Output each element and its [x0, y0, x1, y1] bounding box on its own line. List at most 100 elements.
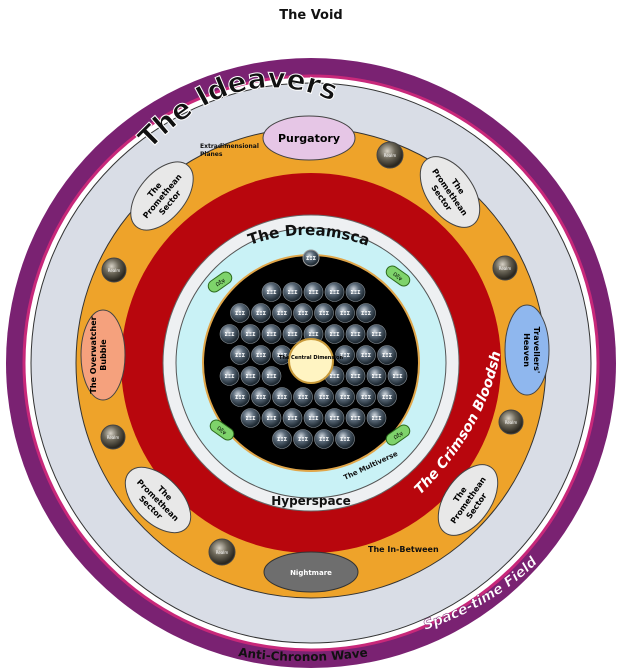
multiverse-globe-label: ΣΞΣ	[267, 332, 278, 338]
realm-bubbles: Realm Realm Realm Realm Realm Realm	[100, 141, 524, 566]
overwatcher-bubble-oval[interactable]: The Overwatcher Bubble	[80, 309, 126, 401]
in-between-label: The In-Between	[368, 545, 439, 554]
multiverse-globe-label: ΣΞΣ	[288, 290, 299, 296]
multiverse-globe[interactable]	[293, 303, 313, 323]
multiverse-globe[interactable]	[251, 387, 271, 407]
multiverse-globe-label: ΣΞΣ	[361, 353, 372, 359]
multiverse-globe[interactable]	[230, 387, 250, 407]
multiverse-globe-label: ΣΞΣ	[277, 437, 288, 443]
multiverse-globe[interactable]	[314, 429, 334, 449]
multiverse-globe-label: ΣΞΣ	[372, 332, 383, 338]
multiverse-globe[interactable]	[219, 324, 240, 344]
multiverse-globe[interactable]	[387, 366, 408, 386]
multiverse-globe-label: ΣΞΣ	[277, 353, 288, 359]
multiverse-globe[interactable]	[272, 303, 292, 323]
multiverse-globe[interactable]	[345, 408, 366, 428]
multiverse-globe[interactable]	[377, 387, 397, 407]
multiverse-globe[interactable]	[230, 345, 250, 365]
multiverse-globe[interactable]	[303, 282, 324, 302]
realm-bubble-3[interactable]: Realm	[492, 255, 518, 281]
multiverse-globe[interactable]	[335, 387, 355, 407]
central-dimension	[288, 338, 334, 384]
multiverse-globe[interactable]	[356, 387, 376, 407]
nightmare-label: Nightmare	[290, 569, 332, 577]
multiverse-globe[interactable]	[314, 387, 334, 407]
multiverse-globe[interactable]	[282, 282, 303, 302]
multiverse-globe[interactable]	[324, 408, 345, 428]
promethean-sector-br[interactable]: The Promethean Sector	[426, 454, 510, 546]
multiverse-globe[interactable]	[314, 303, 334, 323]
central-dimension-label: The Central Dimension	[279, 355, 344, 361]
multiverse-globe[interactable]	[282, 408, 303, 428]
purgatory-oval[interactable]: Purgatory	[262, 115, 356, 161]
realm-bubble-2[interactable]: Realm	[101, 257, 127, 283]
multiverse-globe[interactable]	[366, 324, 387, 344]
multiverse-globe-label: ΣΞΣ	[330, 290, 341, 296]
multiverse-globe-label: ΣΞΣ	[277, 395, 288, 401]
multiverse-globe-label: ΣΞΣ	[225, 332, 236, 338]
multiverse-globe-label: ΣΞΣ	[298, 395, 309, 401]
multiverse-globe[interactable]	[251, 345, 271, 365]
multiverse-globe[interactable]	[335, 303, 355, 323]
multiverse-globe[interactable]	[261, 366, 282, 386]
promethean-sector-tl[interactable]: The Promethean Sector	[119, 151, 206, 242]
travellers-heaven-oval[interactable]: Travellers' Heaven	[504, 304, 550, 396]
multiverse-globe[interactable]	[230, 303, 250, 323]
top-globe-label: ΣΞΣ	[306, 256, 317, 262]
realm-bubble-5[interactable]: Realm	[498, 409, 524, 435]
realm-bubble-1[interactable]: Realm	[376, 141, 404, 169]
promethean-sector-tr[interactable]: The Promethean Sector	[408, 146, 492, 238]
multiverse-globe[interactable]	[303, 408, 324, 428]
multiverse-globe-label: ΣΞΣ	[382, 353, 393, 359]
multiverse-globe[interactable]	[345, 366, 366, 386]
multiverse-globe[interactable]	[293, 429, 313, 449]
multiverse-globe-label: ΣΞΣ	[340, 353, 351, 359]
svg-text:Realm: Realm	[107, 435, 120, 440]
multiverse-globe[interactable]	[272, 429, 292, 449]
multiverse-globe[interactable]	[219, 366, 240, 386]
multiverse-globe[interactable]	[240, 408, 261, 428]
multiverse-globe[interactable]	[251, 303, 271, 323]
antichronon-label: Anti-Chronon Wave	[238, 645, 369, 664]
dream-pill-2: Ωξψ	[392, 272, 404, 283]
multiverse-globe-label: ΣΞΣ	[319, 311, 330, 317]
extradimensional-box: Extradimensional Planes	[200, 143, 259, 158]
multiverse-globe[interactable]	[261, 282, 282, 302]
multiverse-globe[interactable]	[282, 324, 303, 344]
multiverse-globe[interactable]	[261, 408, 282, 428]
multiverse-globe-label: ΣΞΣ	[267, 290, 278, 296]
multiverse-globe[interactable]	[377, 345, 397, 365]
multiverse-globe[interactable]	[366, 366, 387, 386]
multiverse-globe-label: ΣΞΣ	[351, 290, 362, 296]
realm-bubble-6[interactable]: Realm	[208, 538, 236, 566]
multiverse-globe[interactable]	[356, 345, 376, 365]
multiverse-globe[interactable]	[345, 324, 366, 344]
diagram-title: The Void	[279, 8, 343, 23]
travellers-label: Travellers' Heaven	[522, 326, 541, 374]
multiverse-globe[interactable]	[356, 303, 376, 323]
multiverse-globe[interactable]	[272, 387, 292, 407]
nightmare-oval[interactable]: Nightmare	[263, 551, 359, 593]
multiverse-globe-label: ΣΞΣ	[340, 311, 351, 317]
multiverse-globe[interactable]	[240, 366, 261, 386]
multiverse-globe[interactable]	[324, 324, 345, 344]
dream-pill-1: Ωξψ	[215, 277, 227, 288]
multiverse-globe-label: ΣΞΣ	[267, 374, 278, 380]
multiverse-globes: ΣΞΣ ΣΞΣ ΣΞΣ ΣΞΣ ΣΞΣ ΣΞΣ ΣΞΣ ΣΞΣ ΣΞΣ ΣΞΣ ΣΞΣ ΣΞΣ ΣΞΣ Σ…	[219, 282, 408, 449]
multiverse-globe[interactable]	[345, 282, 366, 302]
multiverse-globe-label: ΣΞΣ	[246, 416, 257, 422]
multiverse-globe[interactable]	[240, 324, 261, 344]
realm-bubble-4[interactable]: Realm	[100, 424, 126, 450]
multiverse-globe[interactable]	[366, 408, 387, 428]
multiverse-globe[interactable]	[335, 429, 355, 449]
multiverse-globe[interactable]	[293, 387, 313, 407]
multiverse-globe-label: ΣΞΣ	[235, 395, 246, 401]
promethean-sector-bl[interactable]: The Promethean Sector	[113, 455, 202, 544]
multiverse-globe[interactable]	[324, 282, 345, 302]
overwatcher-label: The Overwatcher Bubble	[89, 316, 108, 394]
multiverse-globe[interactable]	[261, 324, 282, 344]
multiverse-globe-label: ΣΞΣ	[372, 416, 383, 422]
multiverse-globe-label: ΣΞΣ	[235, 311, 246, 317]
multiverse-globe-label: ΣΞΣ	[235, 353, 246, 359]
multiverse-globe[interactable]	[335, 345, 355, 365]
